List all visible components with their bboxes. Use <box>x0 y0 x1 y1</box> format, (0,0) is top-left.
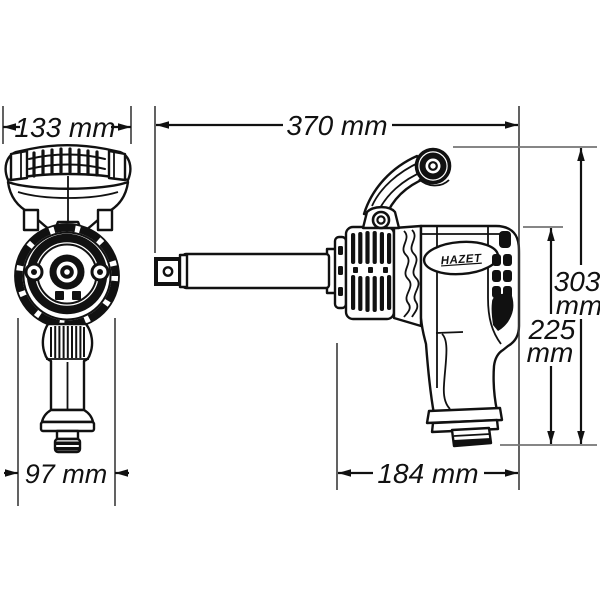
grip-front <box>39 322 96 454</box>
dimension-225: 225 mm <box>526 228 578 444</box>
d-handle <box>361 147 452 230</box>
dim-225-unit: mm <box>527 337 574 368</box>
drive-pin-hole <box>162 266 174 277</box>
clamp-band <box>392 224 423 328</box>
handle-arm <box>362 154 428 220</box>
pistol-grip <box>435 331 464 410</box>
air-inlet-side <box>425 406 504 448</box>
drive-hub <box>49 254 85 290</box>
dimension-133: 133 mm <box>3 112 131 143</box>
front-view <box>4 144 132 454</box>
handle-grip-pattern <box>28 147 106 178</box>
handle-pivot <box>371 210 391 230</box>
dim-225-value: 225 <box>528 314 576 345</box>
anvil-shaft <box>181 252 331 290</box>
hammer-case-front <box>14 223 120 329</box>
dim-184-label: 184 mm <box>377 458 478 489</box>
dimension-303: 303 mm <box>554 148 600 444</box>
air-inlet-front <box>53 429 82 454</box>
dim-370-label: 370 mm <box>286 110 387 141</box>
dim-303-value: 303 <box>554 266 600 297</box>
side-view: HAZET <box>154 147 521 448</box>
logo-text: HAZET <box>440 253 482 268</box>
dimension-97: 97 mm <box>4 459 129 489</box>
hammer-case-ribs <box>333 225 396 321</box>
handle-knob <box>414 147 452 185</box>
dimension-370: 370 mm <box>156 110 518 141</box>
dim-133-label: 133 mm <box>14 112 115 143</box>
extension-lines <box>2 106 520 506</box>
dimension-184: 184 mm <box>338 458 518 489</box>
dim-97-label: 97 mm <box>25 459 108 489</box>
hazet-logo: HAZET <box>422 240 500 276</box>
dimensions: 133 mm 370 mm 303 mm 225 mm <box>2 106 600 506</box>
housing-tab-left <box>22 208 40 232</box>
trigger <box>491 293 514 331</box>
housing-tab-right <box>96 208 114 232</box>
